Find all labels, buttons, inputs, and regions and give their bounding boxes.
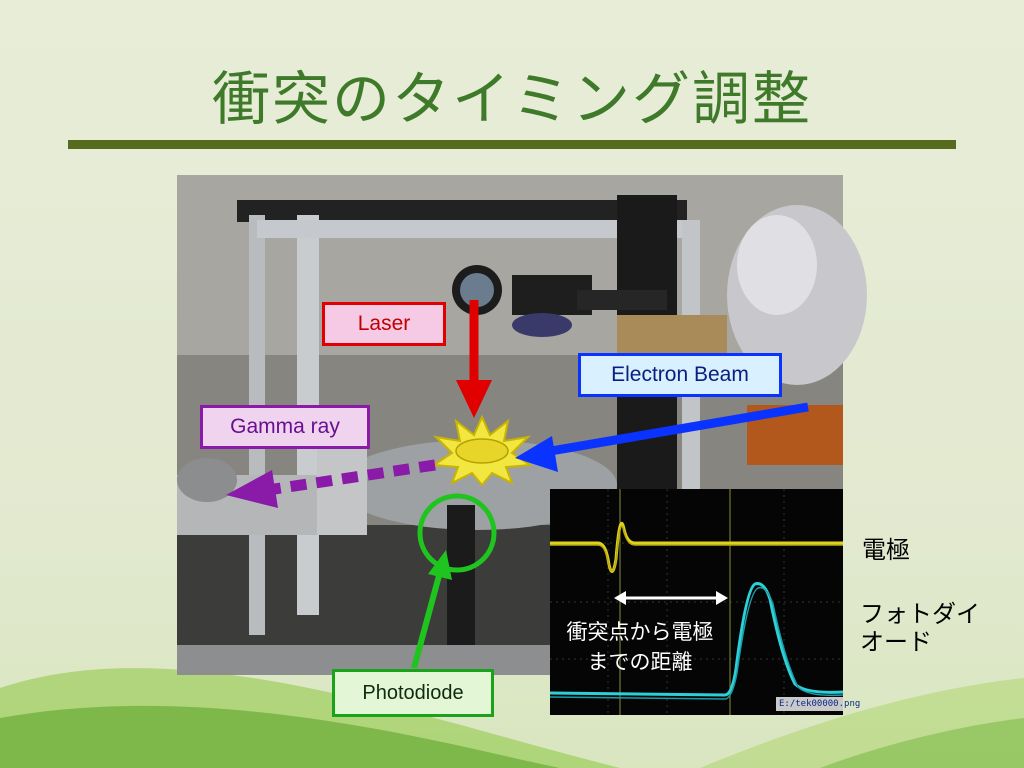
arrow-left-icon <box>614 591 626 605</box>
laser-arrow-icon <box>456 380 492 418</box>
photodiode-trace-label: フォトダイ オード <box>860 600 980 656</box>
title-underline <box>68 140 956 149</box>
photodiode-arrow-icon <box>428 550 452 580</box>
electrode-label: 電極 <box>862 536 910 564</box>
arrow-right-icon <box>716 591 728 605</box>
distance-annotation: 衝突点から電極 までの距離 <box>550 617 730 677</box>
gamma-ray-label: Gamma ray <box>200 405 370 449</box>
photodiode-trace-label-line2: オード <box>860 628 932 656</box>
scope-file-tag: E:/tek00000.png <box>776 697 860 711</box>
electron-beam-label: Electron Beam <box>578 353 782 397</box>
oscilloscope-screen: E:/tek00000.png <box>549 489 860 715</box>
laser-label: Laser <box>322 302 446 346</box>
photodiode-circle <box>417 493 497 573</box>
collision-point-starburst <box>431 414 533 487</box>
oscilloscope-traces <box>549 489 844 715</box>
slide-title: 衝突のタイミング調整 <box>211 65 812 133</box>
distance-annotation-line1: 衝突点から電極 <box>566 620 714 644</box>
photodiode-label: Photodiode <box>332 669 494 717</box>
electron-beam-arrow-icon <box>515 436 558 472</box>
distance-annotation-line2: までの距離 <box>587 650 693 674</box>
gamma-ray-arrow-icon <box>226 470 278 508</box>
photodiode-trace-label-line1: フォトダイ <box>860 600 980 628</box>
